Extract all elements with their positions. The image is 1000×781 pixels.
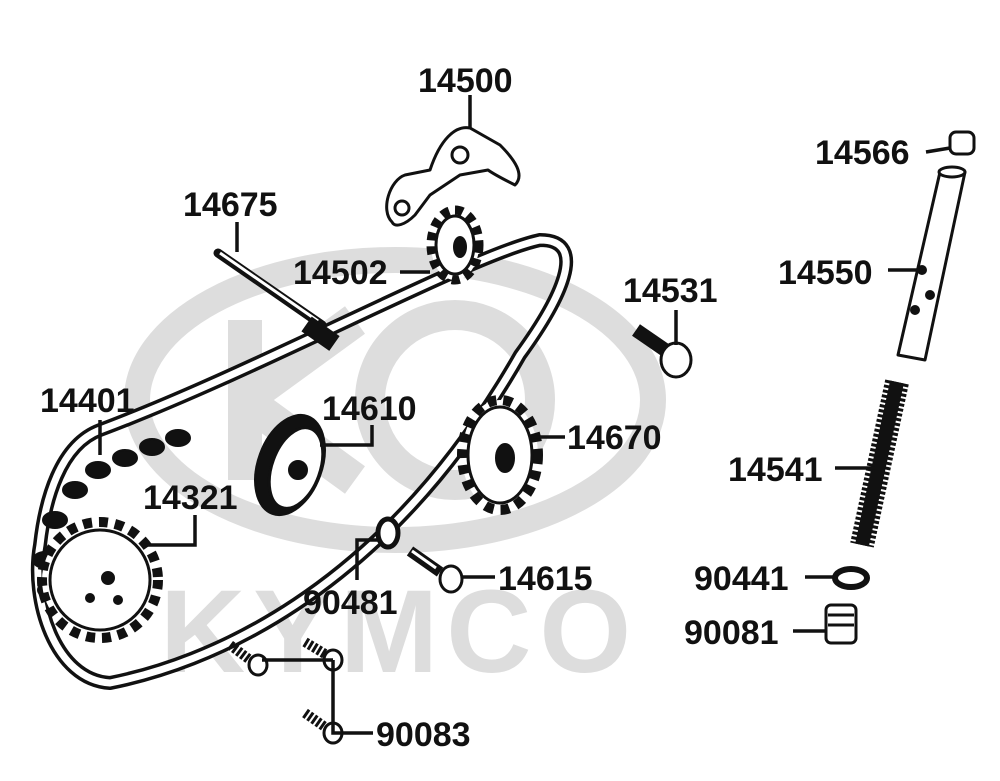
sealing-washer [832, 566, 870, 590]
cap-body [948, 130, 976, 156]
plug-bolt [824, 603, 858, 645]
leader-14566 [925, 146, 951, 154]
chain-guide-roller [254, 413, 326, 517]
tensioner-arm-hole [393, 199, 411, 217]
guide-bolt-shaft [302, 708, 328, 732]
cam-chain [30, 232, 574, 691]
tensioner-arm [385, 126, 521, 227]
roller-hub [288, 460, 308, 480]
leader-14610 [320, 425, 374, 447]
chain-link [139, 438, 165, 456]
bolt-head [659, 341, 693, 379]
tensioner-pin [213, 248, 340, 351]
guide-bolt-shaft [227, 641, 253, 664]
leader-14321 [145, 515, 197, 547]
tensioner-body-tube [896, 170, 967, 362]
label-14531: 14531 [623, 272, 718, 310]
roller-bolt-head [438, 564, 464, 594]
chain-link [112, 449, 138, 467]
tensioner-arm-body [385, 126, 521, 227]
sprocket-hole [113, 595, 123, 605]
chain-link [62, 481, 88, 499]
tensioner-body-hole [925, 290, 935, 300]
label-14566: 14566 [815, 134, 910, 172]
label-14550: 14550 [778, 254, 873, 292]
pusher-cap [948, 130, 976, 156]
label-90081: 90081 [684, 614, 779, 652]
tensioner-body-top [937, 165, 967, 179]
pin-shaft-highlight [219, 251, 319, 323]
sprocket-body [48, 528, 152, 632]
label-14670: 14670 [567, 419, 662, 457]
label-14321: 14321 [143, 479, 238, 517]
spring-core [855, 380, 904, 547]
label-14502: 14502 [293, 254, 388, 292]
leader-90481 [355, 538, 378, 580]
tensioner-body-hole [910, 305, 920, 315]
label-14541: 14541 [728, 451, 823, 489]
pin-thread [301, 316, 340, 351]
leader-90083 [262, 658, 373, 735]
label-14615: 14615 [498, 560, 593, 598]
tensioner-spring [850, 379, 909, 548]
part-number-labels: 14500 14566 14675 14502 14550 14531 1440… [40, 62, 910, 754]
sprocket-hole [101, 571, 115, 585]
tensioner-bolt [632, 324, 693, 379]
washer-ring [375, 516, 401, 550]
chain-inner-loop [34, 236, 570, 687]
guide-bolt-shaft [302, 637, 328, 659]
label-14500: 14500 [418, 62, 513, 100]
bolt-thread [632, 324, 672, 358]
cam-sprocket-hub [495, 443, 515, 473]
guide-bolt-head [247, 653, 269, 677]
leader-lines [98, 95, 951, 735]
label-14610: 14610 [322, 390, 417, 428]
tensioner-body-hole [917, 265, 927, 275]
label-14401: 14401 [40, 382, 135, 420]
label-90083: 90083 [376, 716, 471, 754]
chain-link [42, 511, 68, 529]
label-14675: 14675 [183, 186, 278, 224]
label-90441: 90441 [694, 560, 789, 598]
chain-link [85, 461, 111, 479]
chain-link [165, 429, 191, 447]
roller-washer [375, 516, 401, 550]
cam-sprocket [457, 395, 543, 515]
sprocket-hole [85, 593, 95, 603]
tensioner-sprocket-hub [453, 236, 467, 258]
roller-bolt [406, 546, 464, 594]
tensioner-arm-hole [450, 145, 470, 165]
watermark-o-glyph [355, 300, 555, 500]
crank-sprocket [37, 517, 163, 643]
washer-ring [832, 566, 870, 590]
roller-bolt-shaft-highlight [411, 549, 437, 570]
label-90481: 90481 [303, 584, 398, 622]
tensioner-sprocket [426, 205, 484, 285]
tensioner-body [896, 165, 967, 362]
